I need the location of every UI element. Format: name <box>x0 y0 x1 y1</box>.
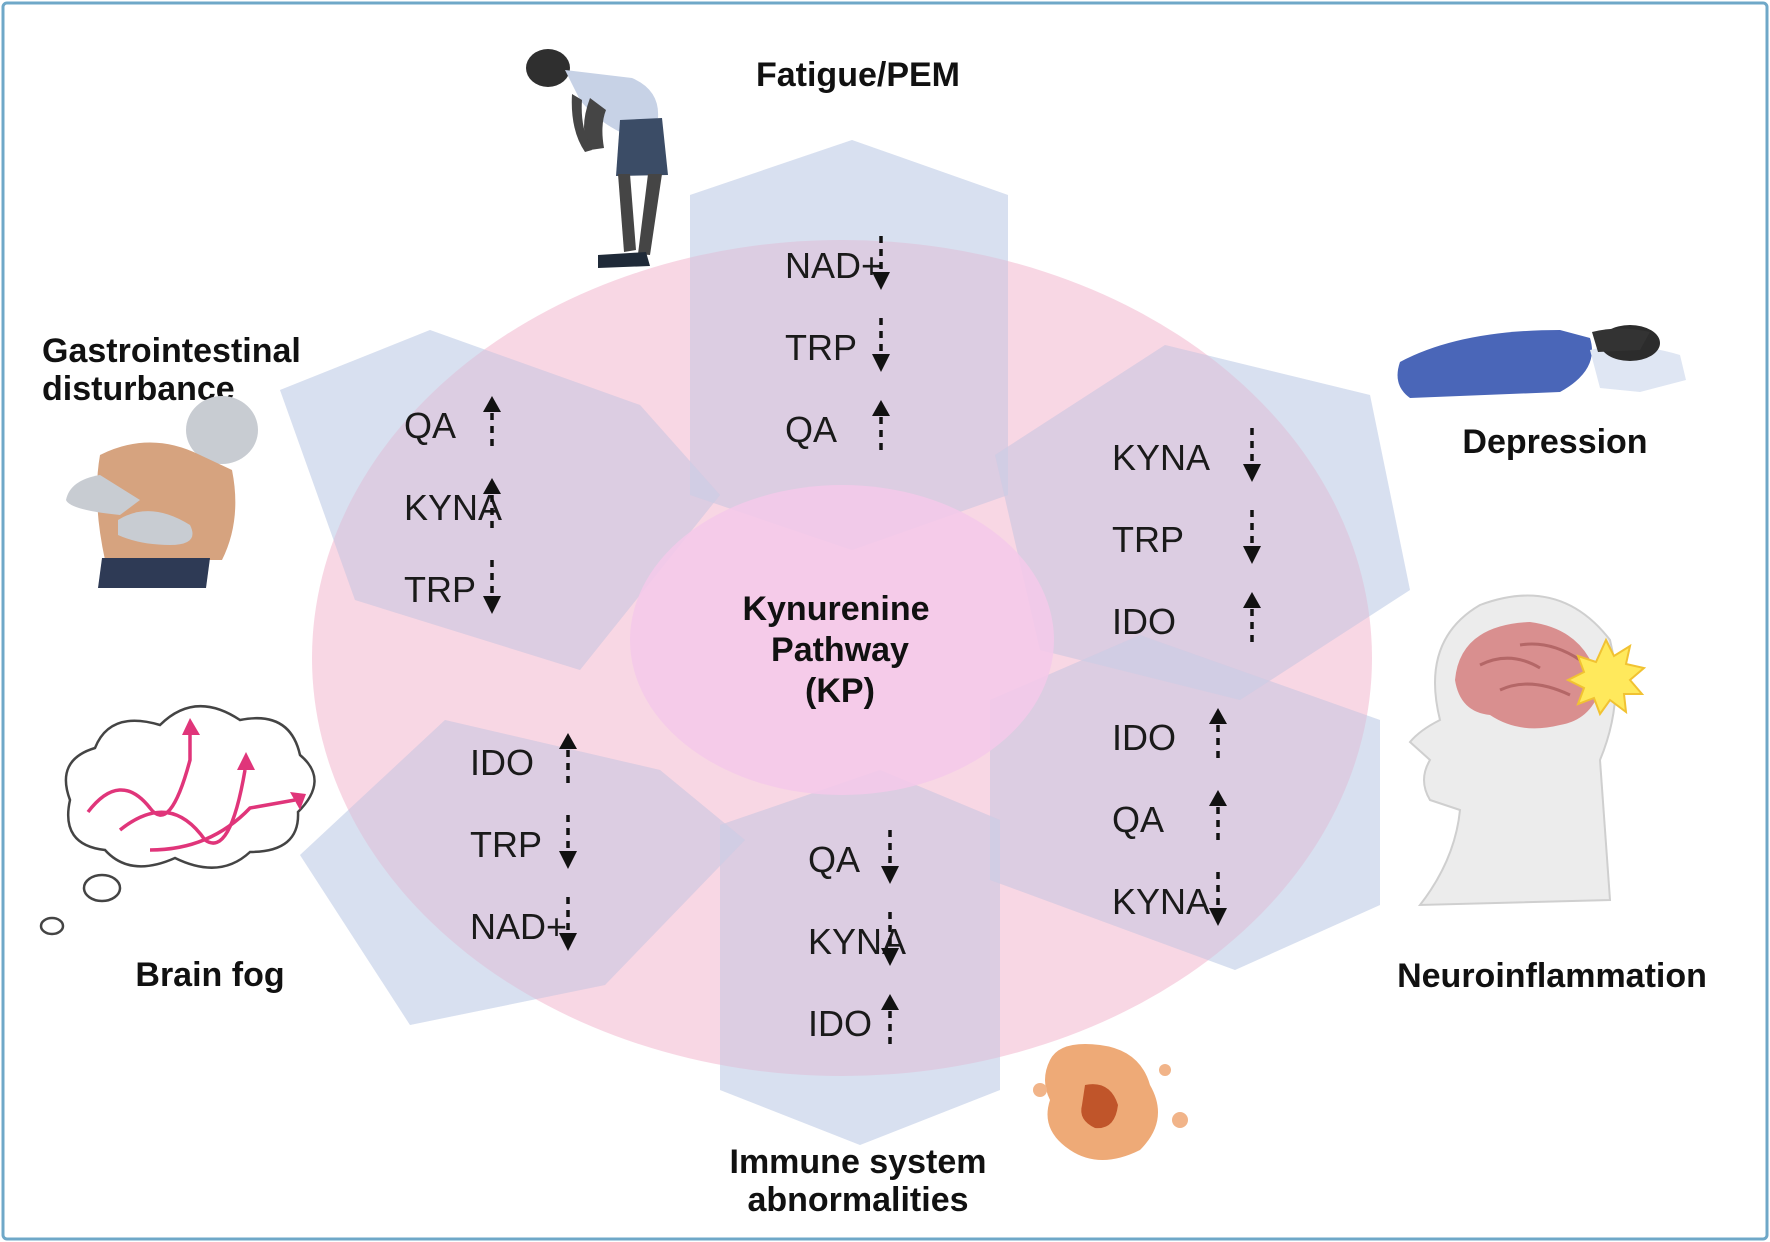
down-arrow-icon <box>483 560 501 614</box>
symptom-title: Brain fog <box>135 956 284 994</box>
hexagon-layer <box>280 140 1410 1145</box>
hexagon-overlay-brainfog <box>300 720 745 1025</box>
hexagon-gi <box>280 330 720 670</box>
hexagon-immune <box>720 770 1000 1145</box>
brain-head-icon <box>1408 594 1647 907</box>
down-arrow-icon <box>872 236 890 290</box>
center-label-line-1: Kynurenine <box>742 590 929 628</box>
lying-person-icon <box>1397 325 1686 398</box>
bending-person-icon <box>526 49 668 268</box>
hexagon-fatigue <box>690 140 1008 550</box>
hexagon-neuroinflammation <box>990 635 1380 970</box>
hexagon-overlay-depression <box>995 345 1410 700</box>
hexagon-brainfog <box>300 720 745 1025</box>
hexagon-overlay-layer <box>280 140 1410 1145</box>
symptom-title-layer: Fatigue/PEM DepressionNeuroinflammationIm… <box>42 56 1707 1219</box>
up-arrow-icon <box>483 478 501 528</box>
center-label-line-2: Pathway <box>771 631 909 669</box>
biomarker-label: IDO <box>1112 717 1176 758</box>
symptom-title: Gastrointestinal <box>42 332 301 370</box>
biomarker-label: NAD+ <box>470 906 567 947</box>
up-arrow-icon <box>1209 790 1227 840</box>
stomach-pain-person-icon <box>66 396 258 588</box>
biomarker-label: NAD+ <box>785 245 882 286</box>
down-arrow-icon <box>1209 872 1227 926</box>
symptom-title: abnormalities <box>747 1181 968 1219</box>
immune-cell-icon <box>1033 1044 1188 1160</box>
biomarker-label: IDO <box>470 742 534 783</box>
down-arrow-icon <box>559 897 577 951</box>
down-arrow-icon <box>1243 510 1261 564</box>
hexagon-overlay-gi <box>280 330 720 670</box>
center-label-line-3: (KP) <box>805 672 875 710</box>
center-label: Kynurenine Pathway (KP) <box>742 590 929 710</box>
hexagon-overlay-fatigue <box>690 140 1008 550</box>
biomarker-label: TRP <box>1112 519 1184 560</box>
biomarker-label: TRP <box>404 569 476 610</box>
symptom-title: Depression <box>1462 423 1647 461</box>
biomarker-label: QA <box>785 409 837 450</box>
biomarker-label: IDO <box>808 1003 872 1044</box>
biomarker-label: KYNA <box>1112 437 1210 478</box>
symptom-title: Immune system <box>730 1143 987 1181</box>
up-arrow-icon <box>559 733 577 783</box>
biomarker-label: KYNA <box>1112 881 1210 922</box>
hexagon-depression <box>995 345 1410 700</box>
up-arrow-icon <box>1209 708 1227 758</box>
down-arrow-icon <box>881 830 899 884</box>
thought-cloud-icon <box>39 705 316 936</box>
down-arrow-icon <box>559 815 577 869</box>
hexagon-overlay-neuroinflammation <box>990 635 1380 970</box>
hexagon-overlay-immune <box>720 770 1000 1145</box>
symptom-title: Neuroinflammation <box>1397 957 1707 995</box>
down-arrow-icon <box>881 912 899 966</box>
up-arrow-icon <box>1243 592 1261 642</box>
symptom-title: Fatigue/PEM <box>756 56 960 94</box>
biomarker-label: QA <box>404 405 456 446</box>
up-arrow-icon <box>881 994 899 1044</box>
biomarker-layer: NAD+TRPQAKYNATRPIDOIDOQAKYNAQAKYNAIDOIDO… <box>404 236 1261 1044</box>
biomarker-label: TRP <box>785 327 857 368</box>
down-arrow-icon <box>872 318 890 372</box>
up-arrow-icon <box>483 396 501 446</box>
down-arrow-icon <box>1243 428 1261 482</box>
center-circle <box>630 485 1054 795</box>
biomarker-label: QA <box>1112 799 1164 840</box>
up-arrow-icon <box>872 400 890 450</box>
biomarker-label: IDO <box>1112 601 1176 642</box>
biomarker-label: TRP <box>470 824 542 865</box>
biomarker-label: QA <box>808 839 860 880</box>
